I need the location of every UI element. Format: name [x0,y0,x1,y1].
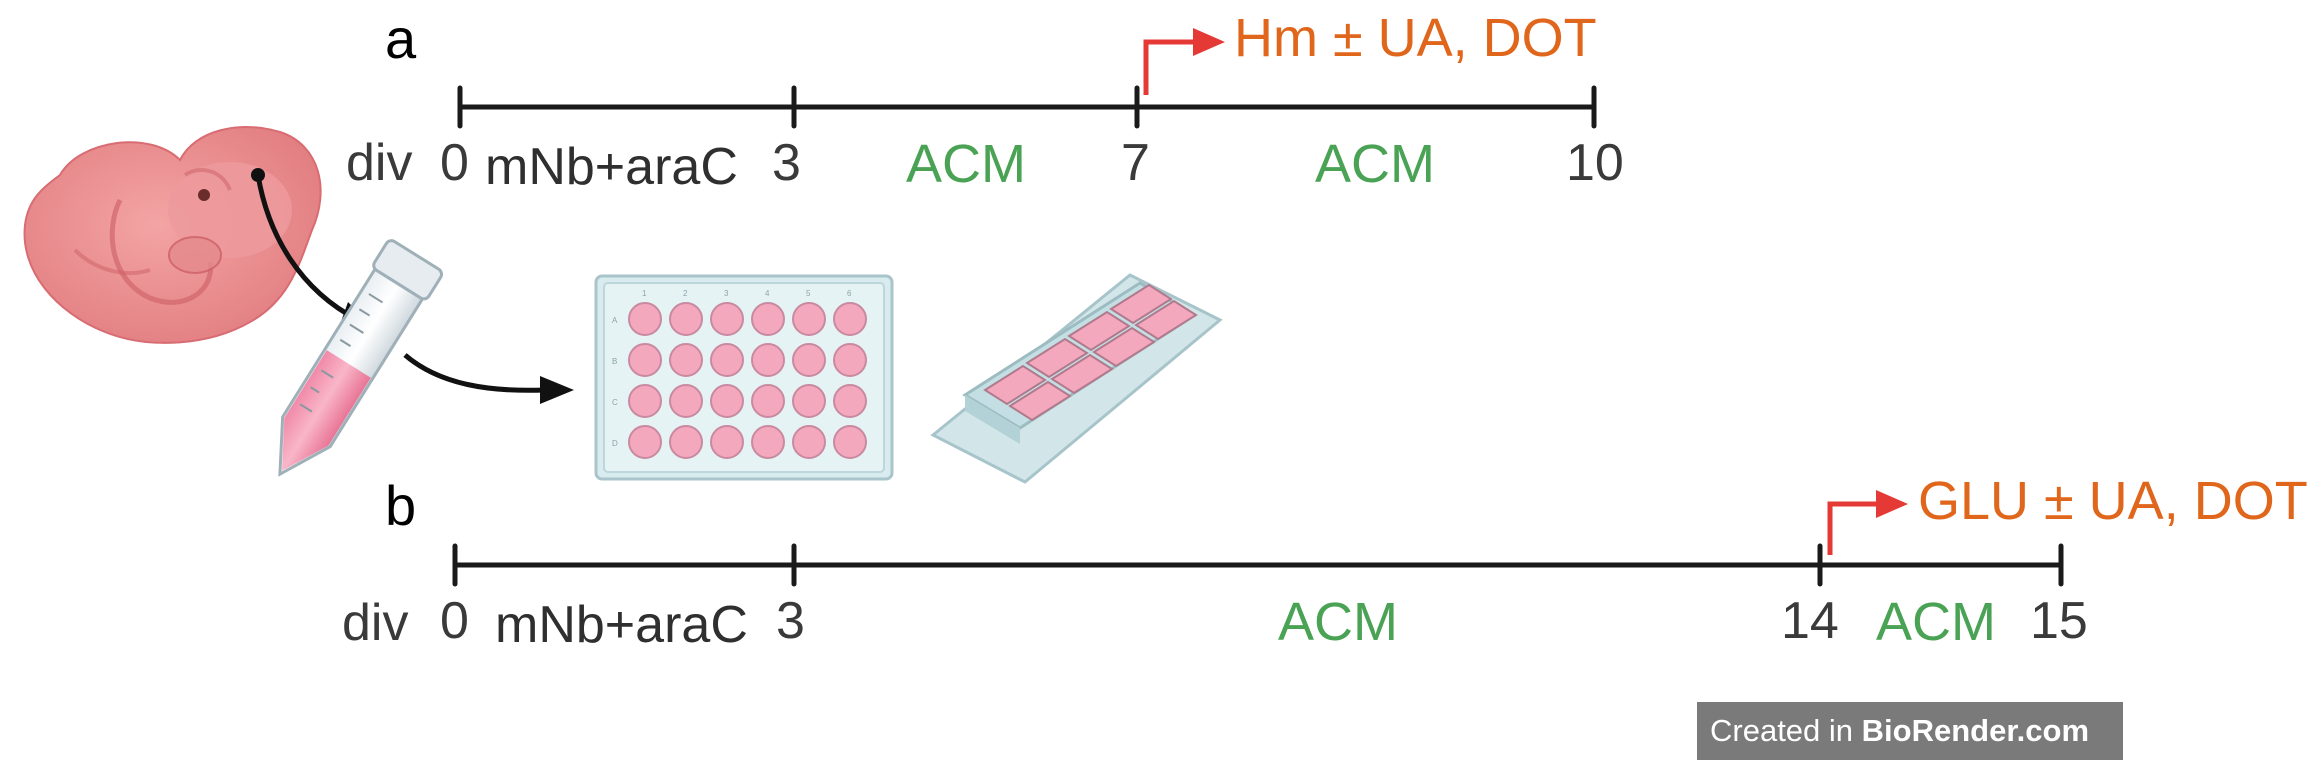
plate-well [751,343,785,377]
plate-well [751,302,785,336]
panel-b: b div 0 mNb+araC 3 ACM 14 ACM 15 GLU ± U… [342,471,2308,654]
plate-well [710,343,744,377]
plate-row-letter: D [612,439,618,448]
timeline-a-div-label: div [346,134,412,192]
plate-well [833,302,867,336]
panel-b-letter: b [385,474,416,537]
timeline-b-axis [452,543,2064,587]
timeline-b-tick-3: 3 [776,592,805,650]
plate-well [710,384,744,418]
plate-well [751,425,785,459]
chamber-slide-illustration [930,273,1223,484]
timeline-a-medium-acm-2: ACM [1315,134,1435,194]
slide-chamber [1050,353,1114,395]
slide-chamber [983,364,1047,406]
tube-to-plate-arrow [403,353,574,404]
biorender-badge: Created in BioRender.com [1697,702,2123,760]
slide-chamber [1092,326,1156,368]
plate-well [833,425,867,459]
plate-wells [628,302,867,459]
slide-chambers [983,283,1198,422]
timeline-a-tick-0: 0 [440,134,469,192]
slide-chamber [1134,299,1198,341]
plate-column-number: 2 [683,289,688,298]
timeline-a-tick-10: 10 [1566,134,1624,192]
plate-column-number: 6 [847,289,852,298]
timeline-b-medium-acm-2: ACM [1876,592,1996,652]
plate-well [710,425,744,459]
timeline-b-tick-0: 0 [440,592,469,650]
plate-well [628,343,662,377]
plate-well [833,343,867,377]
timeline-a-medium-acm-1: ACM [906,134,1026,194]
well-plate-illustration: 1 2 3 4 5 6 A B C D [594,274,894,481]
plate-column-number: 4 [765,289,770,298]
plate-well [751,384,785,418]
treatment-arrow-b [1827,490,1908,555]
badge-prefix: Created in [1710,713,1862,748]
plate-well [669,302,703,336]
plate-well [833,384,867,418]
timeline-b-div-label: div [342,594,408,652]
slide-chamber [1008,380,1072,422]
timeline-b-tick-15: 15 [2030,592,2088,650]
plate-well [669,343,703,377]
plate-well [710,302,744,336]
timeline-a-axis [457,85,1597,129]
plate-well [669,425,703,459]
plate-row-letter: C [612,398,618,407]
plate-well [792,343,826,377]
plate-well [628,384,662,418]
biorender-badge-text: Created in BioRender.com [1710,713,2089,748]
timeline-b-medium-mnb-arac: mNb+araC [495,596,748,654]
treatment-label-a: Hm ± UA, DOT [1234,8,1597,68]
plate-row-letter: B [612,357,617,366]
plate-well [669,384,703,418]
plate-column-number: 3 [724,289,729,298]
plate-well [792,384,826,418]
plate-well [792,425,826,459]
timeline-a-medium-mnb-arac: mNb+araC [485,138,738,196]
timeline-b-tick-14: 14 [1781,592,1839,650]
plate-row-letter: A [612,316,618,325]
plate-column-number: 5 [806,289,811,298]
plate-column-number: 1 [642,289,647,298]
slide-chamber [1109,283,1173,325]
timeline-b-medium-acm-1: ACM [1278,592,1398,652]
treatment-arrow-a [1143,28,1225,95]
plate-well [628,425,662,459]
badge-brand: BioRender.com [1862,713,2089,748]
plate-well [792,302,826,336]
panel-a: a div 0 mNb+araC 3 ACM 7 ACM 10 Hm ± UA,… [346,7,1624,196]
slide-chamber [1025,337,1089,379]
panel-a-letter: a [385,7,417,70]
timeline-a-tick-3: 3 [772,134,801,192]
treatment-label-b: GLU ± UA, DOT [1918,471,2308,531]
timeline-a-tick-7: 7 [1121,134,1150,192]
centrifuge-tube-illustration [278,239,444,477]
plate-well [628,302,662,336]
slide-chamber [1067,310,1131,352]
